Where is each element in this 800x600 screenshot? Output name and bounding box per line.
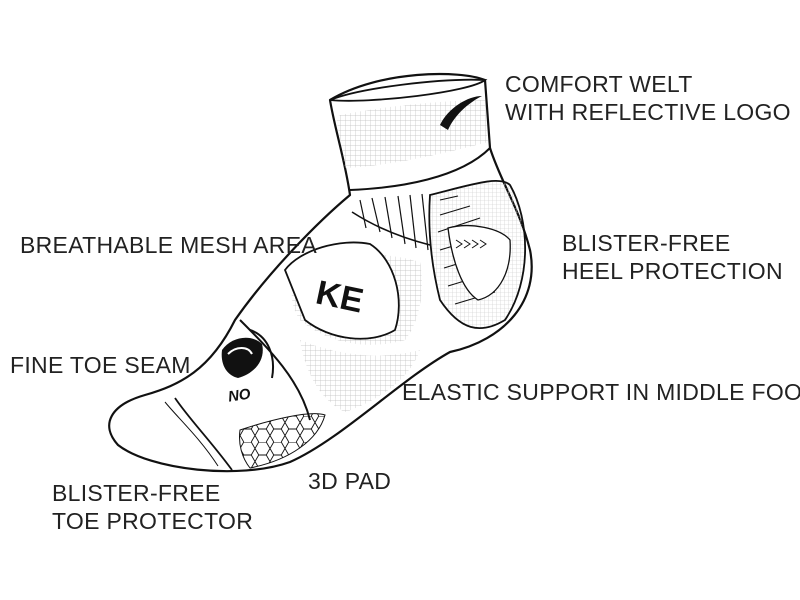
label-elastic-support-line-1: ELASTIC SUPPORT IN MIDDLE FOOT — [402, 379, 800, 405]
label-heel-protection-line-2: HEEL PROTECTION — [562, 258, 783, 284]
label-comfort-welt-line-1: COMFORT WELT — [505, 71, 693, 97]
label-breathable-mesh: BREATHABLE MESH AREA — [20, 231, 317, 259]
cuff-seam — [349, 147, 491, 191]
label-elastic-support: ELASTIC SUPPORT IN MIDDLE FOOT — [402, 378, 800, 406]
label-3d-pad: 3D PAD — [308, 467, 391, 495]
label-heel-protection-line-1: BLISTER-FREE — [562, 230, 731, 256]
forefoot-line — [239, 319, 311, 421]
label-breathable-mesh-line-1: BREATHABLE MESH AREA — [20, 232, 317, 258]
toe-logo: NO — [221, 329, 274, 406]
elastic-support-zone — [300, 340, 420, 412]
label-toe-protector: BLISTER-FREE TOE PROTECTOR — [52, 479, 253, 535]
label-comfort-welt: COMFORT WELT WITH REFLECTIVE LOGO — [505, 70, 791, 126]
heel-pad-inner — [447, 225, 511, 301]
label-toe-protector-line-1: BLISTER-FREE — [52, 480, 221, 506]
label-fine-toe-seam: FINE TOE SEAM — [10, 351, 191, 379]
label-heel-protection: BLISTER-FREE HEEL PROTECTION — [562, 229, 783, 285]
ankle-band-line — [351, 211, 431, 246]
label-fine-toe-seam-line-1: FINE TOE SEAM — [10, 352, 191, 378]
reflective-logo-swoosh — [440, 96, 482, 130]
label-3d-pad-line-1: 3D PAD — [308, 468, 392, 494]
heel-chevrons — [455, 239, 487, 249]
toe-protector-line — [174, 397, 233, 471]
pad-3d-zone — [239, 413, 326, 469]
toe-logo-text: NO — [227, 386, 252, 406]
side-logo-panel — [283, 241, 400, 340]
cuff-opening — [329, 78, 488, 102]
fine-toe-seam — [164, 401, 219, 467]
label-toe-protector-line-2: TOE PROTECTOR — [52, 508, 254, 534]
label-comfort-welt-line-2: WITH REFLECTIVE LOGO — [505, 99, 791, 125]
